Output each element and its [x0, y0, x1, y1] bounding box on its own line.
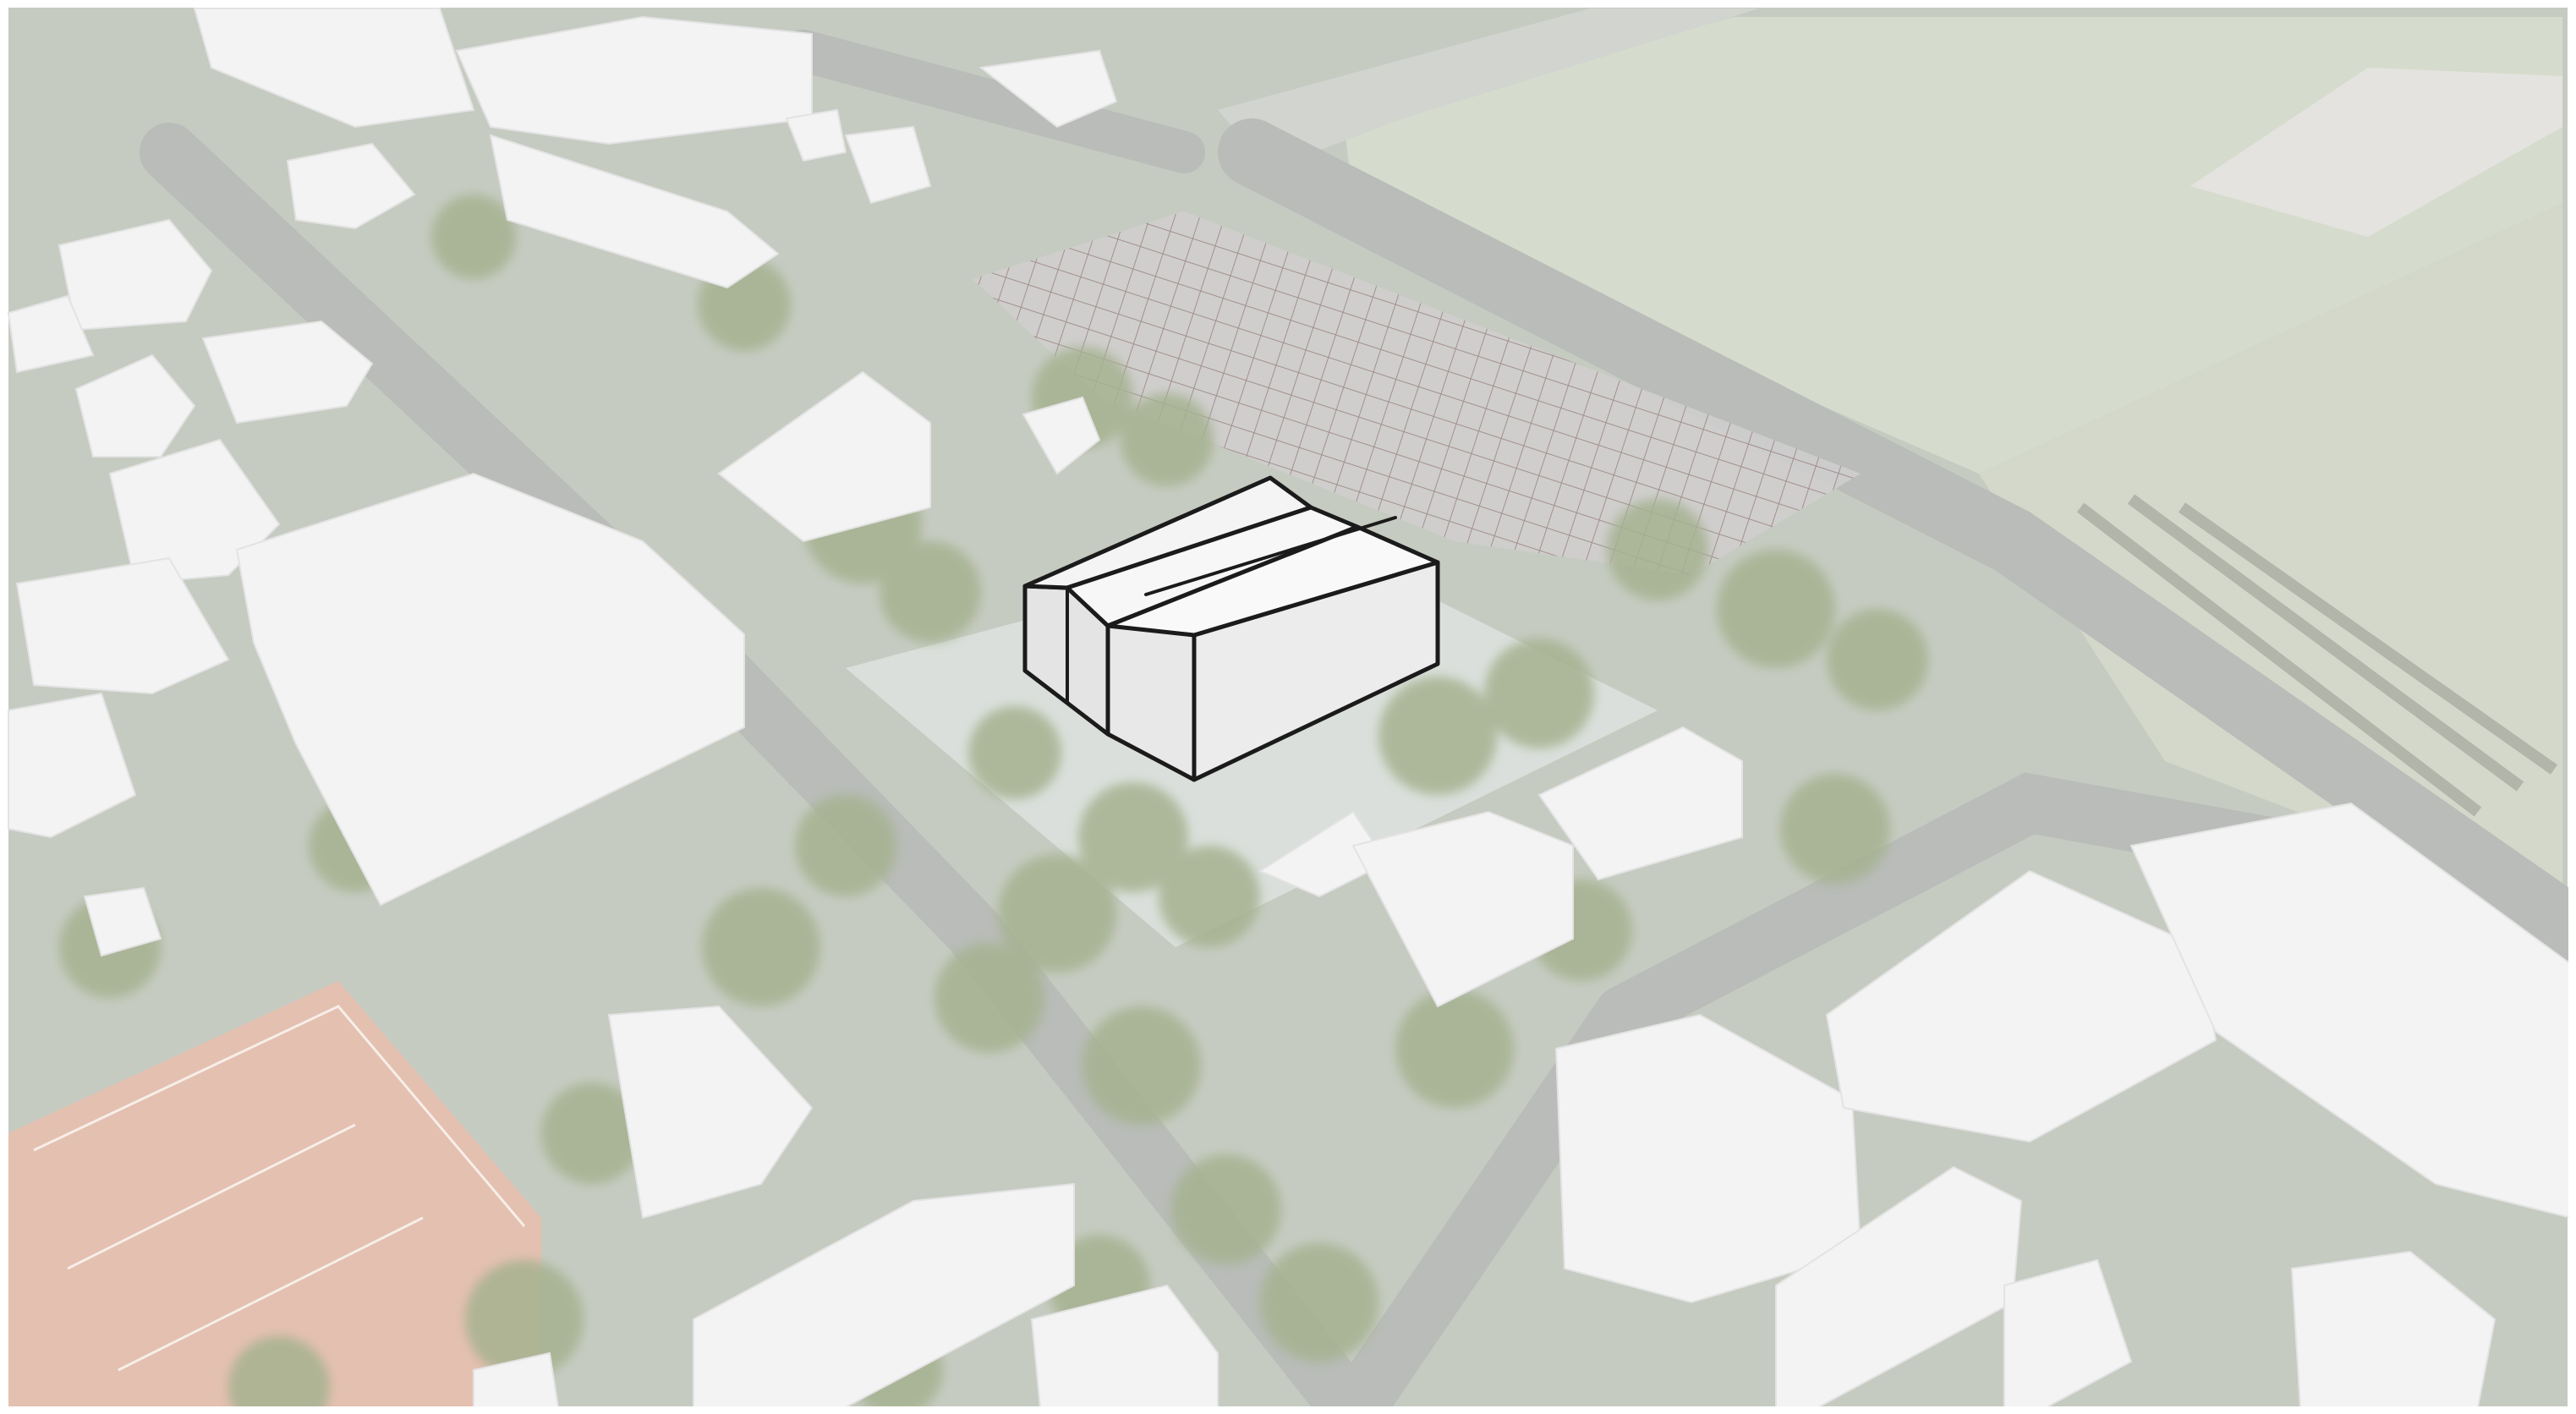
- sand-pitch: [2190, 68, 2562, 237]
- sports-field: [1345, 17, 2562, 474]
- massing-buildings: [7, 8, 2572, 1408]
- field-lower-right: [1979, 203, 2562, 913]
- paving-grid: [973, 211, 1861, 575]
- sketched-hall: [1022, 475, 1440, 782]
- parking-lot: [1218, 8, 1759, 169]
- court-lines: [33, 1005, 526, 1372]
